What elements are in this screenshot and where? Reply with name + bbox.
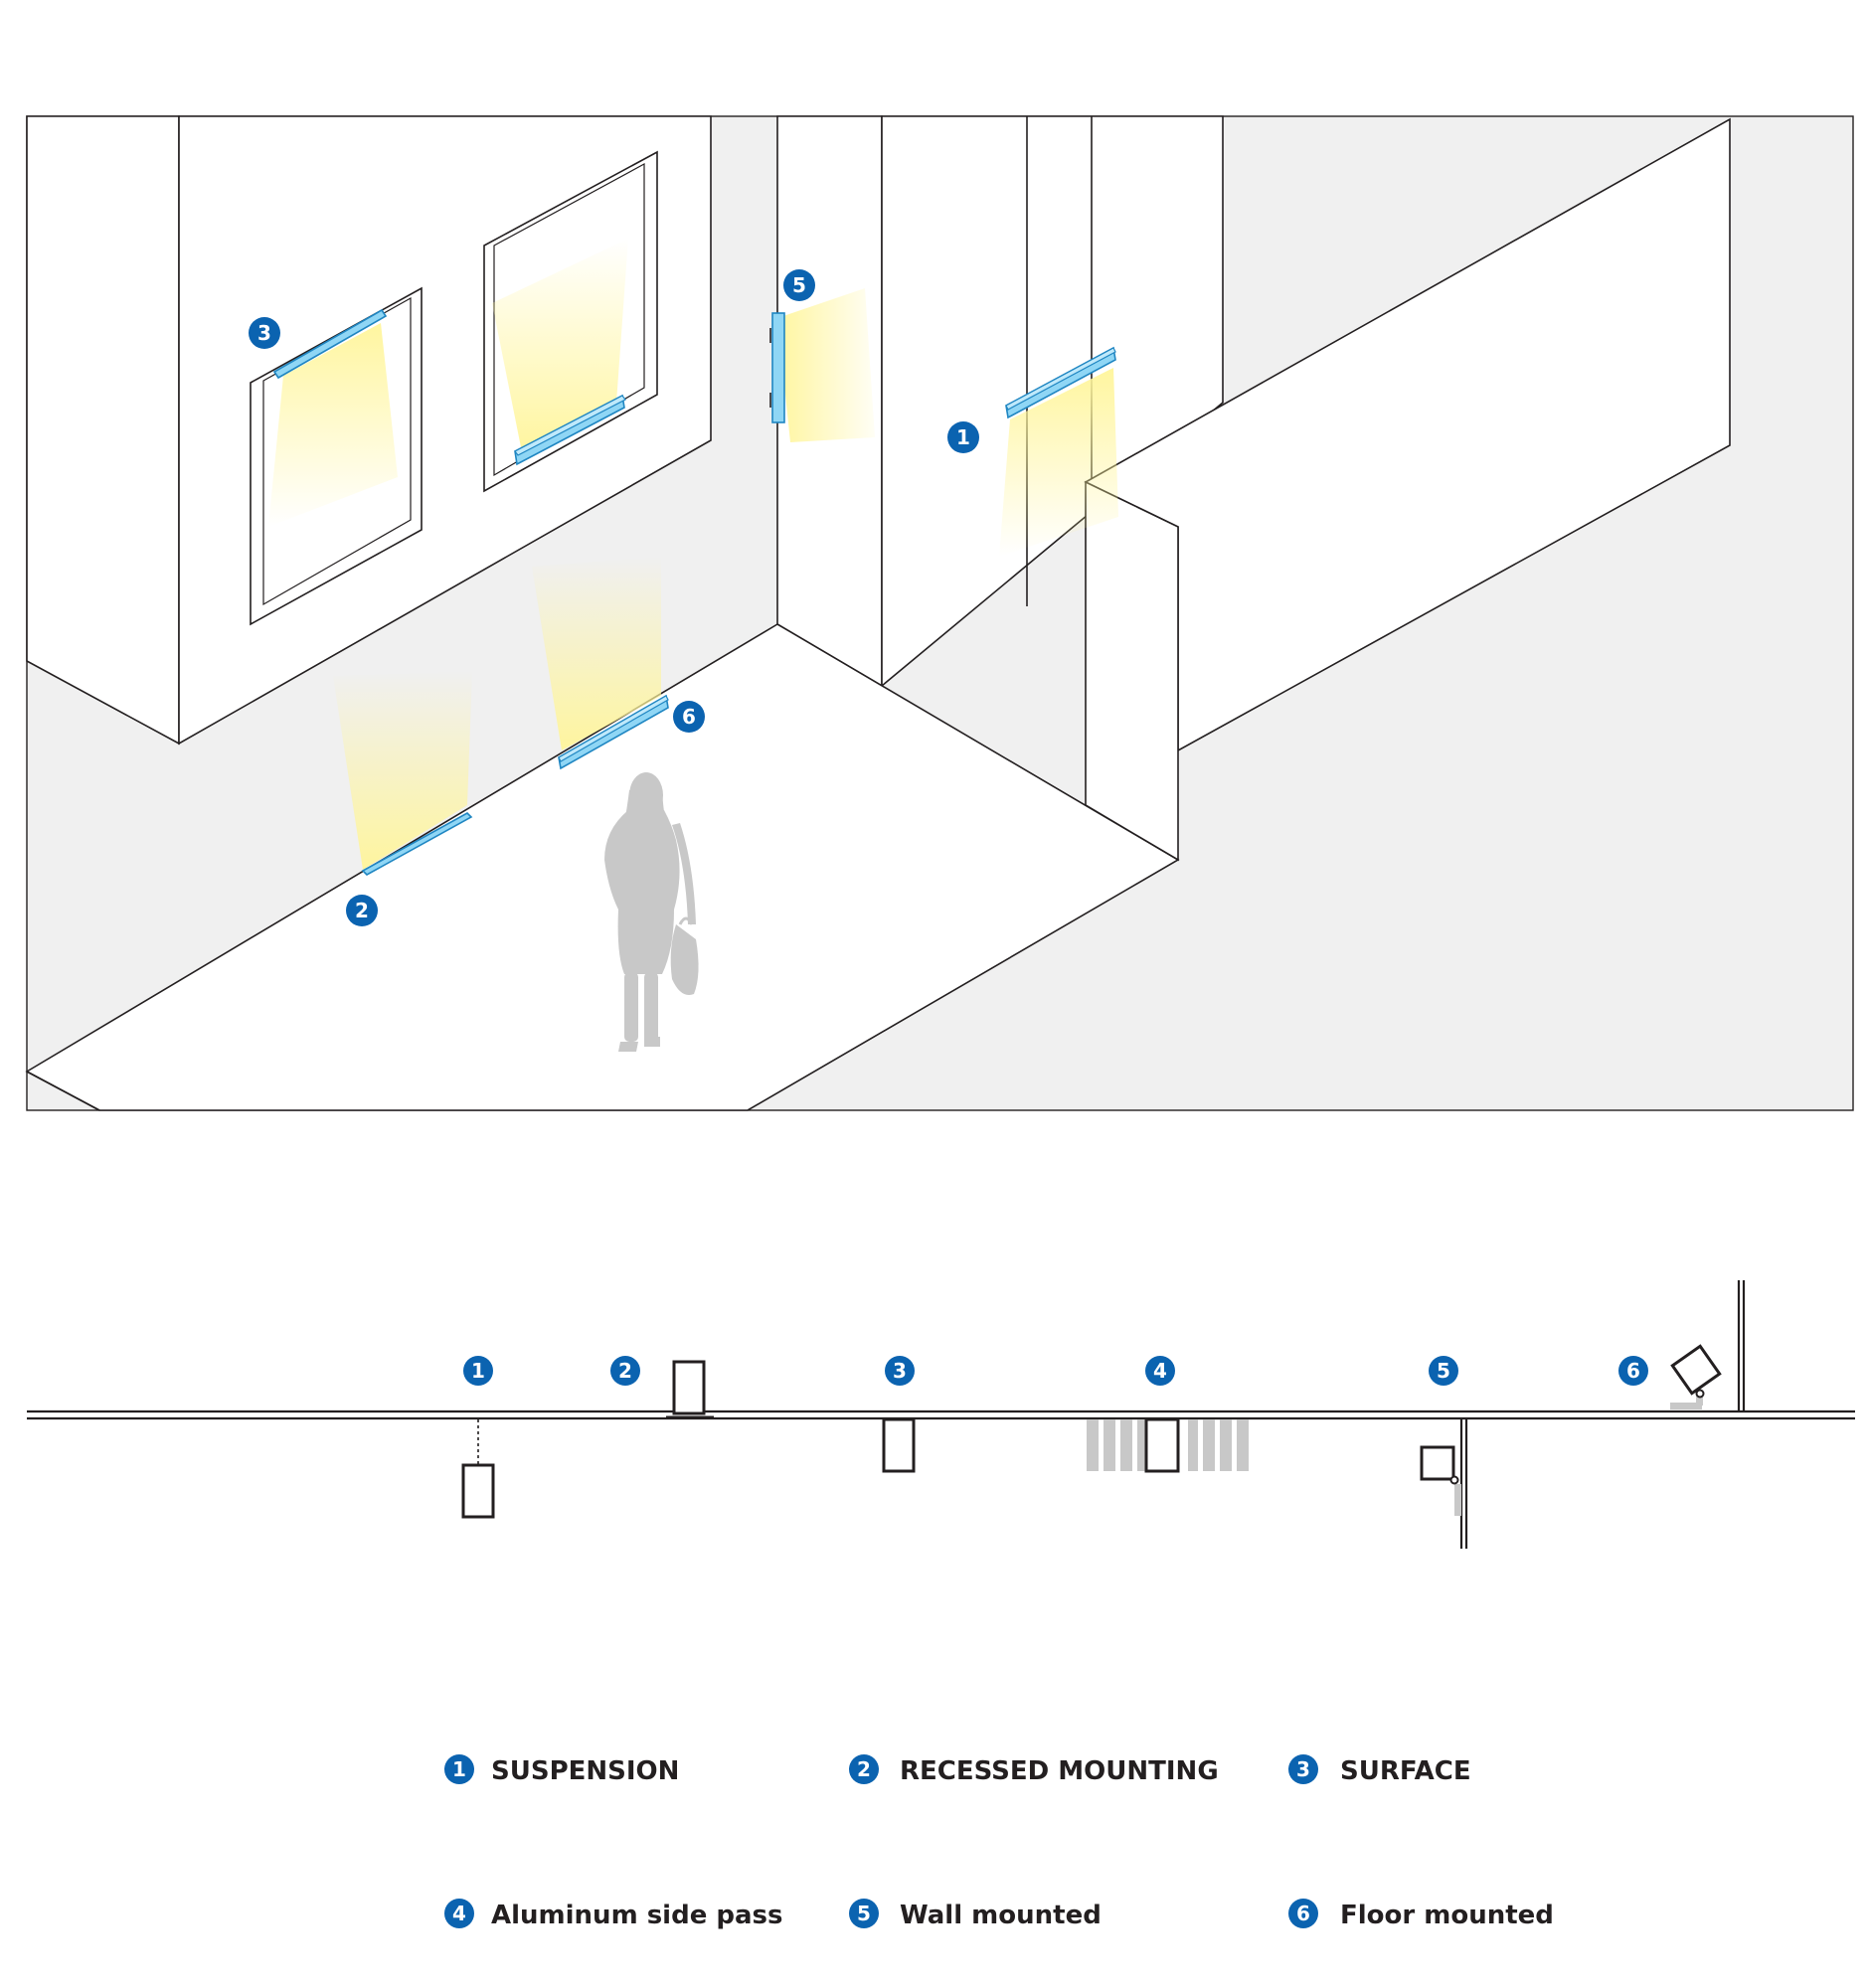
fixture-5-wall-mounted — [771, 312, 785, 423]
section-badge-1-number: 1 — [471, 1359, 485, 1383]
fixture-2-recessed — [361, 812, 473, 876]
legend-1-number: 1 — [452, 1757, 466, 1781]
room-illustration — [25, 115, 1854, 1111]
callout-2-number: 2 — [355, 899, 369, 922]
light-beam-6 — [532, 557, 661, 750]
legend-item-1: 1 SUSPENSION — [444, 1754, 679, 1786]
legend-5-label: Wall mounted — [900, 1901, 1102, 1930]
section-badge-3: 3 — [885, 1356, 915, 1386]
wall-panel-right-inner — [493, 162, 645, 477]
section-5-bracket — [1454, 1484, 1461, 1516]
callout-6: 6 — [673, 701, 705, 733]
legend-4-number: 4 — [452, 1902, 466, 1925]
callout-1-number: 1 — [956, 425, 970, 449]
legend-item-4: 4 Aluminum side pass — [444, 1899, 783, 1930]
section-1-suspension-profile — [461, 1463, 495, 1519]
light-beam-wall-up — [492, 239, 628, 452]
section-3-surface-profile — [882, 1417, 916, 1473]
section-5-wall-mounted-profile — [1420, 1445, 1455, 1481]
fixture-3-surface — [272, 308, 388, 380]
light-beam-1 — [999, 368, 1118, 557]
section-badge-3-number: 3 — [893, 1359, 907, 1383]
section-badge-1: 1 — [463, 1356, 493, 1386]
woman-silhouette-icon — [604, 772, 699, 1052]
callout-5: 5 — [783, 269, 815, 301]
section-6-bracket — [1696, 1392, 1703, 1406]
legend-3-label: SURFACE — [1340, 1756, 1471, 1786]
legend-item-5: 5 Wall mounted — [849, 1899, 1102, 1930]
callout-1: 1 — [947, 421, 979, 453]
legend-2-label: RECESSED MOUNTING — [900, 1756, 1219, 1786]
section-badge-6: 6 — [1618, 1356, 1648, 1386]
light-beam-2 — [333, 671, 472, 870]
legend-5-number: 5 — [857, 1902, 871, 1925]
callout-3-number: 3 — [257, 321, 271, 345]
section-2-recessed-profile — [672, 1360, 706, 1415]
section-badge-5: 5 — [1429, 1356, 1458, 1386]
section-badge-4-number: 4 — [1153, 1359, 1167, 1383]
section-badge-6-number: 6 — [1626, 1359, 1640, 1383]
section-6-floor-mounted-profile — [1670, 1344, 1722, 1396]
legend-1-label: SUSPENSION — [491, 1756, 679, 1786]
section-badge-4: 4 — [1145, 1356, 1175, 1386]
legend-6-number: 6 — [1296, 1902, 1310, 1925]
fixture-wall-uplight-top — [514, 395, 626, 456]
wall-panel-right-outer — [483, 150, 658, 493]
legend-3-number: 3 — [1296, 1757, 1310, 1781]
legend-item-2: 2 RECESSED MOUNTING — [849, 1754, 1219, 1786]
legend-4-label: Aluminum side pass — [491, 1901, 783, 1930]
floor-edge — [26, 1071, 100, 1111]
legend-item-3: 3 SURFACE — [1288, 1754, 1471, 1786]
callout-2: 2 — [346, 895, 378, 926]
fixture-1-suspension-top — [1005, 347, 1116, 411]
callout-6-number: 6 — [682, 705, 696, 729]
legend-6-label: Floor mounted — [1340, 1901, 1554, 1930]
section-6-pivot — [1695, 1389, 1705, 1399]
section-details — [27, 1280, 1855, 1549]
section-badge-2: 2 — [610, 1356, 640, 1386]
section-4-side-pass-fins — [1087, 1419, 1249, 1471]
legend-item-6: 6 Floor mounted — [1288, 1899, 1554, 1930]
callout-5-number: 5 — [792, 273, 806, 297]
light-beam-3 — [268, 323, 398, 527]
section-badge-2-number: 2 — [618, 1359, 632, 1383]
section-5-pivot — [1449, 1475, 1459, 1485]
section-badge-5-number: 5 — [1437, 1359, 1450, 1383]
callout-3: 3 — [249, 317, 280, 349]
legend: 1 SUSPENSION 2 RECESSED MOUNTING 3 SURFA… — [444, 1754, 1554, 1930]
fixture-6-floor-mounted-top — [558, 695, 669, 762]
left-wall — [26, 115, 180, 746]
light-beam-5 — [777, 288, 875, 442]
section-4-side-pass-profile — [1144, 1417, 1180, 1473]
partition-wall-end — [1085, 480, 1179, 862]
legend-2-number: 2 — [857, 1757, 871, 1781]
section-6-base-plate — [1670, 1403, 1702, 1409]
